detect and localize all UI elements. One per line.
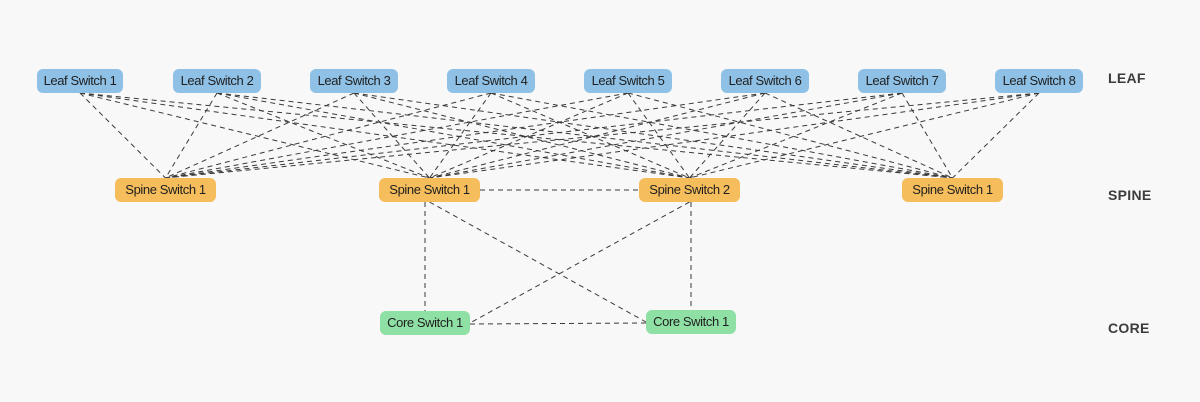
link-leaf4-spine4: [490, 92, 953, 179]
tier-label-leaf: LEAF: [1108, 70, 1146, 86]
link-leaf3-spine3: [353, 92, 690, 179]
link-leaf2-spine4: [216, 92, 953, 179]
link-spine3-core1: [469, 201, 690, 324]
link-leaf6-spine3: [689, 92, 766, 179]
leaf-switch-8[interactable]: Leaf Switch 8: [995, 69, 1083, 93]
leaf-switch-4[interactable]: Leaf Switch 4: [447, 69, 535, 93]
link-leaf1-spine2: [79, 92, 430, 179]
link-leaf8-spine1: [165, 92, 1040, 179]
spine-switch-d[interactable]: Spine Switch 1: [902, 178, 1003, 202]
leaf-switch-2[interactable]: Leaf Switch 2: [173, 69, 261, 93]
link-leaf8-spine3: [689, 92, 1040, 179]
link-leaf1-spine1: [79, 92, 166, 179]
link-leaf8-spine4: [952, 92, 1040, 179]
tier-label-core: CORE: [1108, 320, 1150, 336]
spine-switch-a[interactable]: Spine Switch 1: [115, 178, 216, 202]
link-leaf5-spine1: [165, 92, 629, 179]
link-leaf7-spine1: [165, 92, 903, 179]
link-leaf7-spine4: [901, 92, 953, 179]
link-leaf3-spine2: [353, 92, 430, 179]
link-leaf3-spine1: [165, 92, 355, 179]
link-spine2-core2: [429, 201, 647, 323]
leaf-switch-3[interactable]: Leaf Switch 3: [310, 69, 398, 93]
spine-switch-c[interactable]: Spine Switch 2: [639, 178, 740, 202]
link-leaf2-spine3: [216, 92, 690, 179]
link-leaf1-spine3: [79, 92, 690, 179]
tier-label-spine: SPINE: [1108, 187, 1152, 203]
link-leaf8-spine2: [429, 92, 1040, 179]
link-core1-core2: [469, 322, 647, 325]
core-switch-a[interactable]: Core Switch 1: [380, 311, 470, 335]
link-leaf2-spine1: [165, 92, 218, 179]
core-switch-b[interactable]: Core Switch 1: [646, 310, 736, 334]
link-leaf1-spine4: [79, 92, 953, 179]
link-leaf6-spine1: [165, 92, 766, 179]
link-leaf3-spine4: [353, 92, 953, 179]
leaf-switch-6[interactable]: Leaf Switch 6: [721, 69, 809, 93]
link-leaf4-spine1: [165, 92, 492, 179]
leaf-switch-5[interactable]: Leaf Switch 5: [584, 69, 672, 93]
leaf-switch-1[interactable]: Leaf Switch 1: [37, 69, 123, 93]
link-leaf7-spine2: [429, 92, 903, 179]
spine-switch-b[interactable]: Spine Switch 1: [379, 178, 480, 202]
link-leaf7-spine3: [689, 92, 903, 179]
link-leaf2-spine2: [216, 92, 430, 179]
leaf-switch-7[interactable]: Leaf Switch 7: [858, 69, 946, 93]
link-leaf5-spine4: [627, 92, 953, 179]
link-leaf6-spine4: [764, 92, 953, 179]
